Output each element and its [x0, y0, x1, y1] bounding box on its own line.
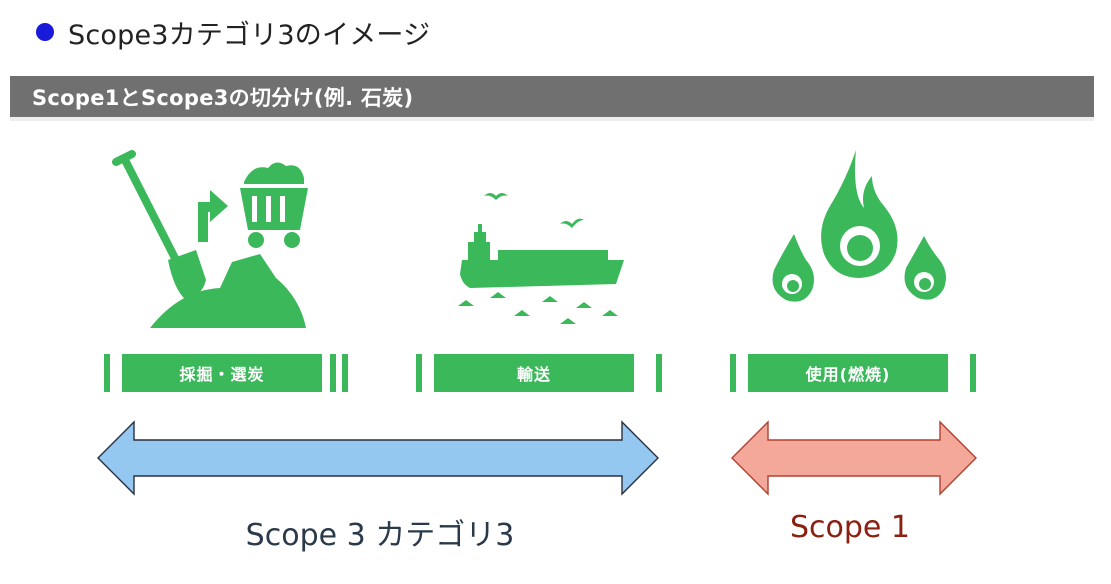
stage-text-mining: 採掘・選炭 — [179, 365, 265, 384]
stage-text-transport: 輸送 — [516, 365, 551, 384]
bullet-icon — [36, 23, 54, 41]
stage-label-mining: 採掘・選炭 — [104, 354, 348, 392]
scope3-double-arrow — [97, 420, 659, 496]
scope3-label: Scope 3 カテゴリ3 — [245, 518, 515, 553]
flame-icon — [772, 150, 946, 302]
banner-title: Scope1とScope3の切分け(例. 石炭) — [32, 85, 414, 110]
page-heading: Scope3カテゴリ3のイメージ — [36, 8, 430, 56]
stage-label-combustion: 使用(燃焼) — [730, 354, 976, 392]
stage-label-transport: 輸送 — [416, 354, 662, 392]
scope1-double-arrow — [731, 420, 977, 496]
stage-text-combustion: 使用(燃焼) — [805, 365, 891, 384]
ship-icon — [458, 193, 624, 324]
page-title: Scope3カテゴリ3のイメージ — [68, 19, 431, 51]
scope1-label: Scope 1 — [789, 510, 910, 545]
section-banner: Scope1とScope3の切分け(例. 石炭) — [10, 76, 1094, 121]
mining-icon — [112, 150, 308, 328]
